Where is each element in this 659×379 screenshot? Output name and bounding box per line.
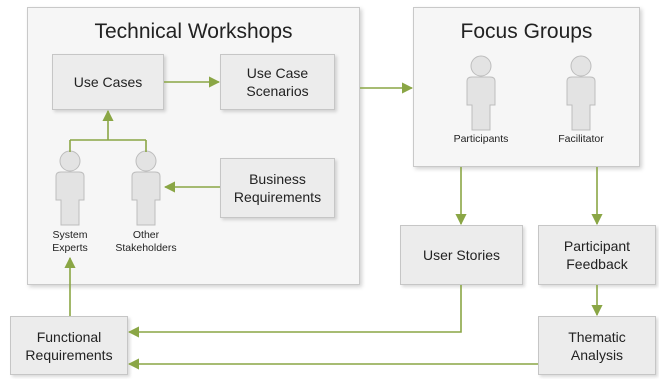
use-case-scenarios-label: Use Case Scenarios — [246, 65, 309, 99]
participants-label: Participants — [453, 133, 509, 145]
focus-groups-panel: Focus Groups — [413, 7, 640, 167]
use-cases-box: Use Cases — [52, 54, 164, 110]
participant-feedback-box: Participant Feedback — [538, 225, 656, 285]
person-icon — [466, 55, 496, 131]
facilitator-label: Facilitator — [558, 133, 604, 145]
thematic-analysis-box: Thematic Analysis — [538, 316, 656, 375]
person-icon — [131, 150, 161, 226]
functional-requirements-box: Functional Requirements — [10, 316, 128, 375]
use-case-scenarios-box: Use Case Scenarios — [220, 54, 335, 110]
technical-workshops-panel: Technical Workshops — [27, 7, 360, 285]
business-requirements-box: Business Requirements — [220, 158, 335, 218]
arrow-userstories-to-functional — [127, 285, 462, 338]
use-cases-label: Use Cases — [73, 74, 143, 90]
thematic-analysis-label: Thematic Analysis — [568, 328, 626, 363]
participant-feedback-label: Participant Feedback — [563, 238, 631, 272]
functional-requirements-label: Functional Requirements — [25, 328, 113, 363]
person-icon — [566, 55, 596, 131]
focus-groups-title: Focus Groups — [460, 20, 593, 43]
user-stories-label: User Stories — [422, 247, 501, 263]
person-icon — [55, 150, 85, 226]
business-requirements-label: Business Requirements — [233, 171, 322, 205]
user-stories-box: User Stories — [400, 225, 523, 285]
technical-workshops-title: Technical Workshops — [94, 20, 293, 43]
system-experts-label: System Experts — [52, 229, 88, 254]
other-stakeholders-label: Other Stakeholders — [115, 229, 177, 254]
